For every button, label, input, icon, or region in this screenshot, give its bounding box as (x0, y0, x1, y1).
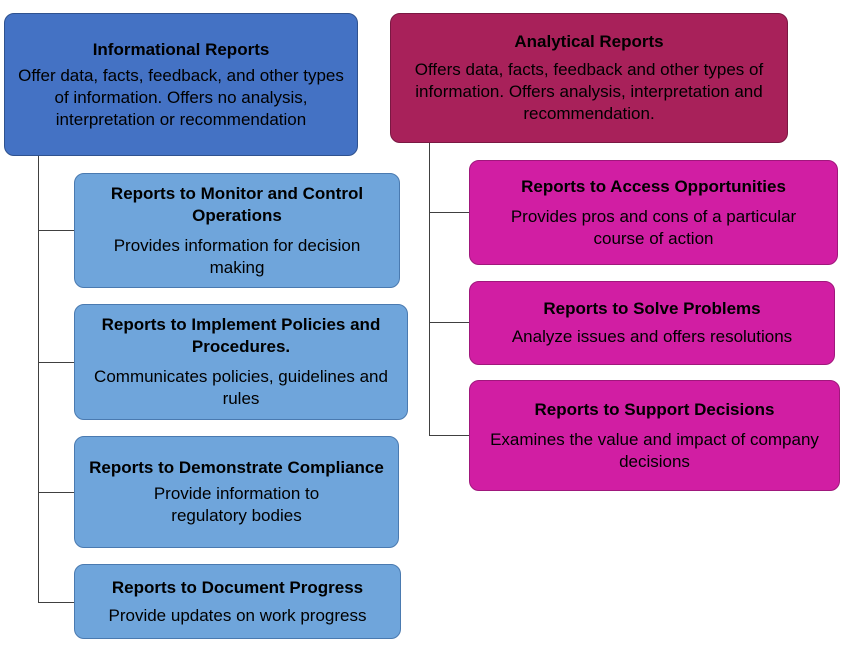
implement-policies-box: Reports to Implement Policies and Proced… (74, 304, 408, 420)
demonstrate-compliance-desc: Provide information to regulatory bodies (153, 484, 320, 525)
monitor-control-operations-box: Reports to Monitor and Control Operation… (74, 173, 400, 288)
document-progress-title: Reports to Document Progress (111, 577, 364, 597)
access-opportunities-title: Reports to Access Opportunities (521, 176, 786, 196)
document-progress-desc: Provide updates on work progress (108, 605, 367, 625)
document-progress-box: Reports to Document Progress Provide upd… (74, 564, 401, 639)
connector-branch-anal-3 (429, 435, 469, 436)
implement-policies-title: Reports to Implement Policies and Proced… (101, 315, 381, 356)
connector-branch-info-4 (38, 602, 74, 603)
demonstrate-compliance-title: Reports to Demonstrate Compliance (89, 458, 384, 477)
access-opportunities-desc: Provides pros and cons of a particular c… (510, 206, 797, 248)
connector-trunk-analytical (429, 143, 430, 435)
analytical-reports-box: Analytical Reports Offers data, facts, f… (390, 13, 788, 143)
connector-branch-info-2 (38, 362, 74, 363)
solve-problems-desc: Analyze issues and offers resolutions (511, 327, 793, 346)
demonstrate-compliance-box: Reports to Demonstrate Compliance Provid… (74, 436, 399, 548)
access-opportunities-box: Reports to Access Opportunities Provides… (469, 160, 838, 265)
connector-trunk-informational (38, 156, 39, 603)
monitor-control-operations-title: Reports to Monitor and Control Operation… (110, 183, 364, 225)
support-decisions-title: Reports to Support Decisions (534, 399, 775, 419)
connector-branch-anal-2 (429, 322, 469, 323)
connector-branch-info-1 (38, 230, 74, 231)
monitor-control-operations-desc: Provides information for decision making (113, 235, 361, 277)
solve-problems-box: Reports to Solve Problems Analyze issues… (469, 281, 835, 365)
informational-reports-box: Informational Reports Offer data, facts,… (4, 13, 358, 156)
solve-problems-title: Reports to Solve Problems (543, 299, 761, 318)
implement-policies-desc: Communicates policies, guidelines and ru… (94, 367, 388, 408)
connector-branch-info-3 (38, 492, 74, 493)
support-decisions-desc: Examines the value and impact of company… (490, 429, 819, 471)
informational-reports-desc: Offer data, facts, feedback, and other t… (18, 65, 344, 129)
analytical-reports-title: Analytical Reports (514, 32, 664, 51)
informational-reports-title: Informational Reports (92, 39, 270, 59)
connector-branch-anal-1 (429, 212, 469, 213)
analytical-reports-desc: Offers data, facts, feedback and other t… (414, 60, 764, 123)
support-decisions-box: Reports to Support Decisions Examines th… (469, 380, 840, 491)
